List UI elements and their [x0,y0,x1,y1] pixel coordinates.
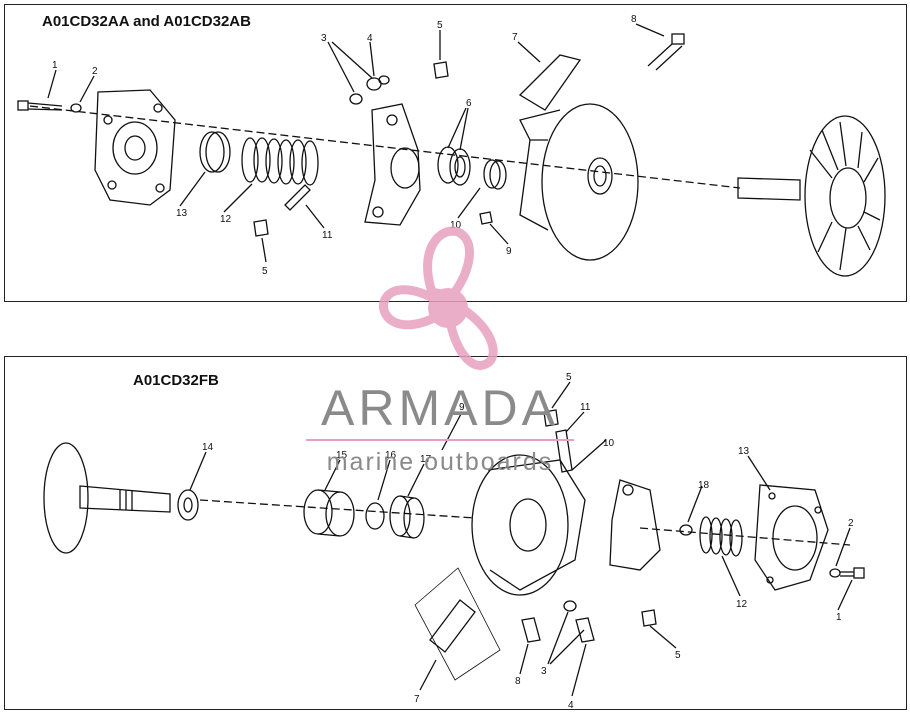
watermark-tagline: marine outboards [327,448,554,476]
callout-bottom-2: 2 [848,518,854,529]
callout-top-8: 8 [631,14,637,25]
callout-top-7: 7 [512,32,518,43]
callout-bottom-15: 15 [336,450,348,461]
callout-bottom-7: 7 [414,694,420,705]
callout-bottom-8: 8 [515,676,521,687]
callout-bottom-16: 16 [385,450,397,461]
top-bracket-part [518,54,582,111]
top-sheave-part [519,103,639,261]
bottom-bushing-part [389,495,425,539]
callout-top-1: 1 [52,60,58,71]
bottom-diagram-title: A01CD32FB [133,372,219,389]
callout-top-13: 13 [176,208,188,219]
callout-bottom-17: 17 [420,454,432,465]
bottom-spring-part [699,516,743,557]
armada-propeller-logo [379,226,498,370]
callout-bottom-12: 12 [736,599,748,610]
callout-top-5b: 5 [262,266,268,277]
watermark-brand: ARMADA [321,380,559,436]
bottom-nut-3-part [563,600,577,612]
top-ring-10-part [483,159,507,190]
bottom-nut-part [679,524,693,536]
callout-bottom-14: 14 [202,442,214,453]
top-pin-part [284,184,311,211]
top-bolt-part [17,100,63,111]
top-fixed-sheave-part [737,115,886,277]
callout-top-12: 12 [220,214,232,225]
callout-bottom-4: 4 [568,700,574,711]
bottom-fixed-sheave-part [43,442,171,554]
callout-bottom-1: 1 [836,612,842,623]
top-cover-plate-part [94,89,176,206]
top-nut-9-part [479,211,493,225]
top-spider-part [364,103,421,226]
bottom-bracket-part [429,599,476,653]
bottom-spider-part [609,479,661,571]
top-slider-upper-part [433,61,449,79]
top-slider-lower-part [253,219,269,237]
bottom-bolt-part [840,567,865,579]
bottom-slider-upper-part [543,409,559,427]
top-spring-part [241,137,319,186]
top-washer-upper-part [366,77,382,91]
callout-top-5: 5 [437,20,443,31]
callout-top-10: 10 [450,220,462,231]
bottom-washer-2-part [829,568,841,578]
bottom-slider-lower-part [641,609,657,627]
callout-bottom-9: 9 [459,402,465,413]
callout-bottom-10: 10 [603,438,615,449]
bottom-washer-part [177,489,199,521]
callout-top-11: 11 [322,230,333,241]
top-diagram-title: A01CD32AA and A01CD32AB [42,13,251,30]
top-washer-part [70,103,82,113]
bottom-washer-16-part [365,502,385,530]
bottom-roller-part [303,489,355,537]
callout-bottom-5: 5 [566,372,572,383]
callout-top-2: 2 [92,66,98,77]
bottom-bolt-8-part [521,617,541,643]
top-bushing-part [437,146,471,186]
callout-bottom-11: 11 [580,402,591,413]
callout-top-4: 4 [367,33,373,44]
callout-top-9: 9 [506,246,512,257]
top-ring-part [199,131,231,173]
callout-bottom-5b: 5 [675,650,681,661]
callout-top-6: 6 [466,98,472,109]
bottom-moveable-sheave-part [471,454,586,596]
callout-bottom-18: 18 [698,480,710,491]
top-assembly-axis [29,105,741,189]
bottom-assembly-axis [199,499,476,519]
callout-top-3: 3 [321,33,327,44]
callout-bottom-13: 13 [738,446,750,457]
callout-bottom-3: 3 [541,666,547,677]
top-nut-part [349,93,363,105]
top-bolt-8-part [647,33,685,71]
bottom-cover-plate-part [754,484,829,591]
